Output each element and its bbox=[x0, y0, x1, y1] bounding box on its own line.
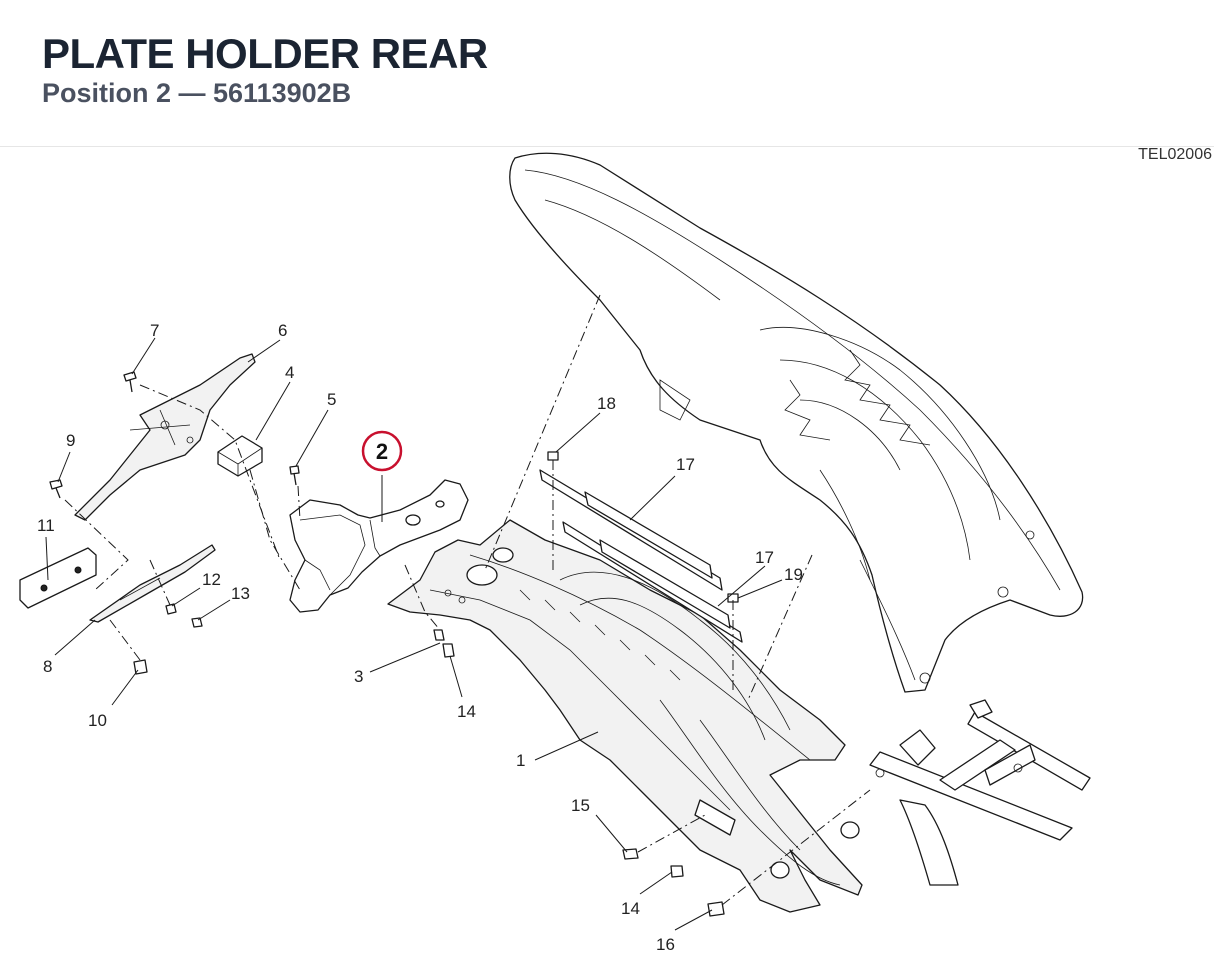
part-6-plate-holder bbox=[74, 353, 256, 521]
part-2-plate-bracket bbox=[289, 479, 469, 613]
callout-15: 15 bbox=[571, 796, 590, 815]
callout-12: 12 bbox=[202, 570, 221, 589]
callout-14-upper: 14 bbox=[457, 702, 476, 721]
callout-10: 10 bbox=[88, 711, 107, 730]
callout-9: 9 bbox=[66, 431, 75, 450]
part-4-reflector bbox=[217, 435, 263, 477]
assembly-lines bbox=[64, 294, 871, 906]
callout-8: 8 bbox=[43, 657, 52, 676]
part-17-strips bbox=[539, 469, 743, 643]
highlight-circle bbox=[361, 430, 403, 472]
callout-18: 18 bbox=[597, 394, 616, 413]
part-8-plate bbox=[89, 544, 216, 623]
page-subtitle: Position 2 — 56113902B bbox=[42, 78, 352, 108]
callout-5: 5 bbox=[327, 390, 336, 409]
header: PLATE HOLDER REAR Position 2 — 56113902B bbox=[0, 0, 1214, 147]
callout-17-upper: 17 bbox=[676, 455, 695, 474]
drawing-code: TEL02006 bbox=[1138, 146, 1212, 163]
page-title: PLATE HOLDER REAR bbox=[42, 30, 488, 77]
highlight-label: 2 bbox=[376, 439, 388, 464]
rear-tail-fairing bbox=[509, 152, 1084, 693]
callout-14-lower: 14 bbox=[621, 899, 640, 918]
fasteners bbox=[49, 371, 739, 917]
callout-6: 6 bbox=[278, 321, 287, 340]
rear-subframe bbox=[869, 699, 1091, 886]
callout-11: 11 bbox=[37, 516, 55, 535]
callout-19: 19 bbox=[784, 565, 803, 584]
callout-labels: 1 3 4 5 6 7 8 9 10 11 12 13 14 14 15 16 … bbox=[37, 321, 803, 954]
callout-3: 3 bbox=[354, 667, 363, 686]
callout-16: 16 bbox=[656, 935, 675, 954]
callout-4: 4 bbox=[285, 363, 294, 382]
callout-1: 1 bbox=[516, 751, 525, 770]
highlighted-callout-2[interactable]: 2 bbox=[361, 430, 403, 472]
part-1-mudguard bbox=[387, 519, 863, 913]
leader-lines bbox=[45, 337, 783, 931]
callout-17-lower: 17 bbox=[755, 548, 774, 567]
callout-7: 7 bbox=[150, 321, 159, 340]
callout-13: 13 bbox=[231, 584, 250, 603]
part-11-plate-light bbox=[19, 547, 97, 609]
